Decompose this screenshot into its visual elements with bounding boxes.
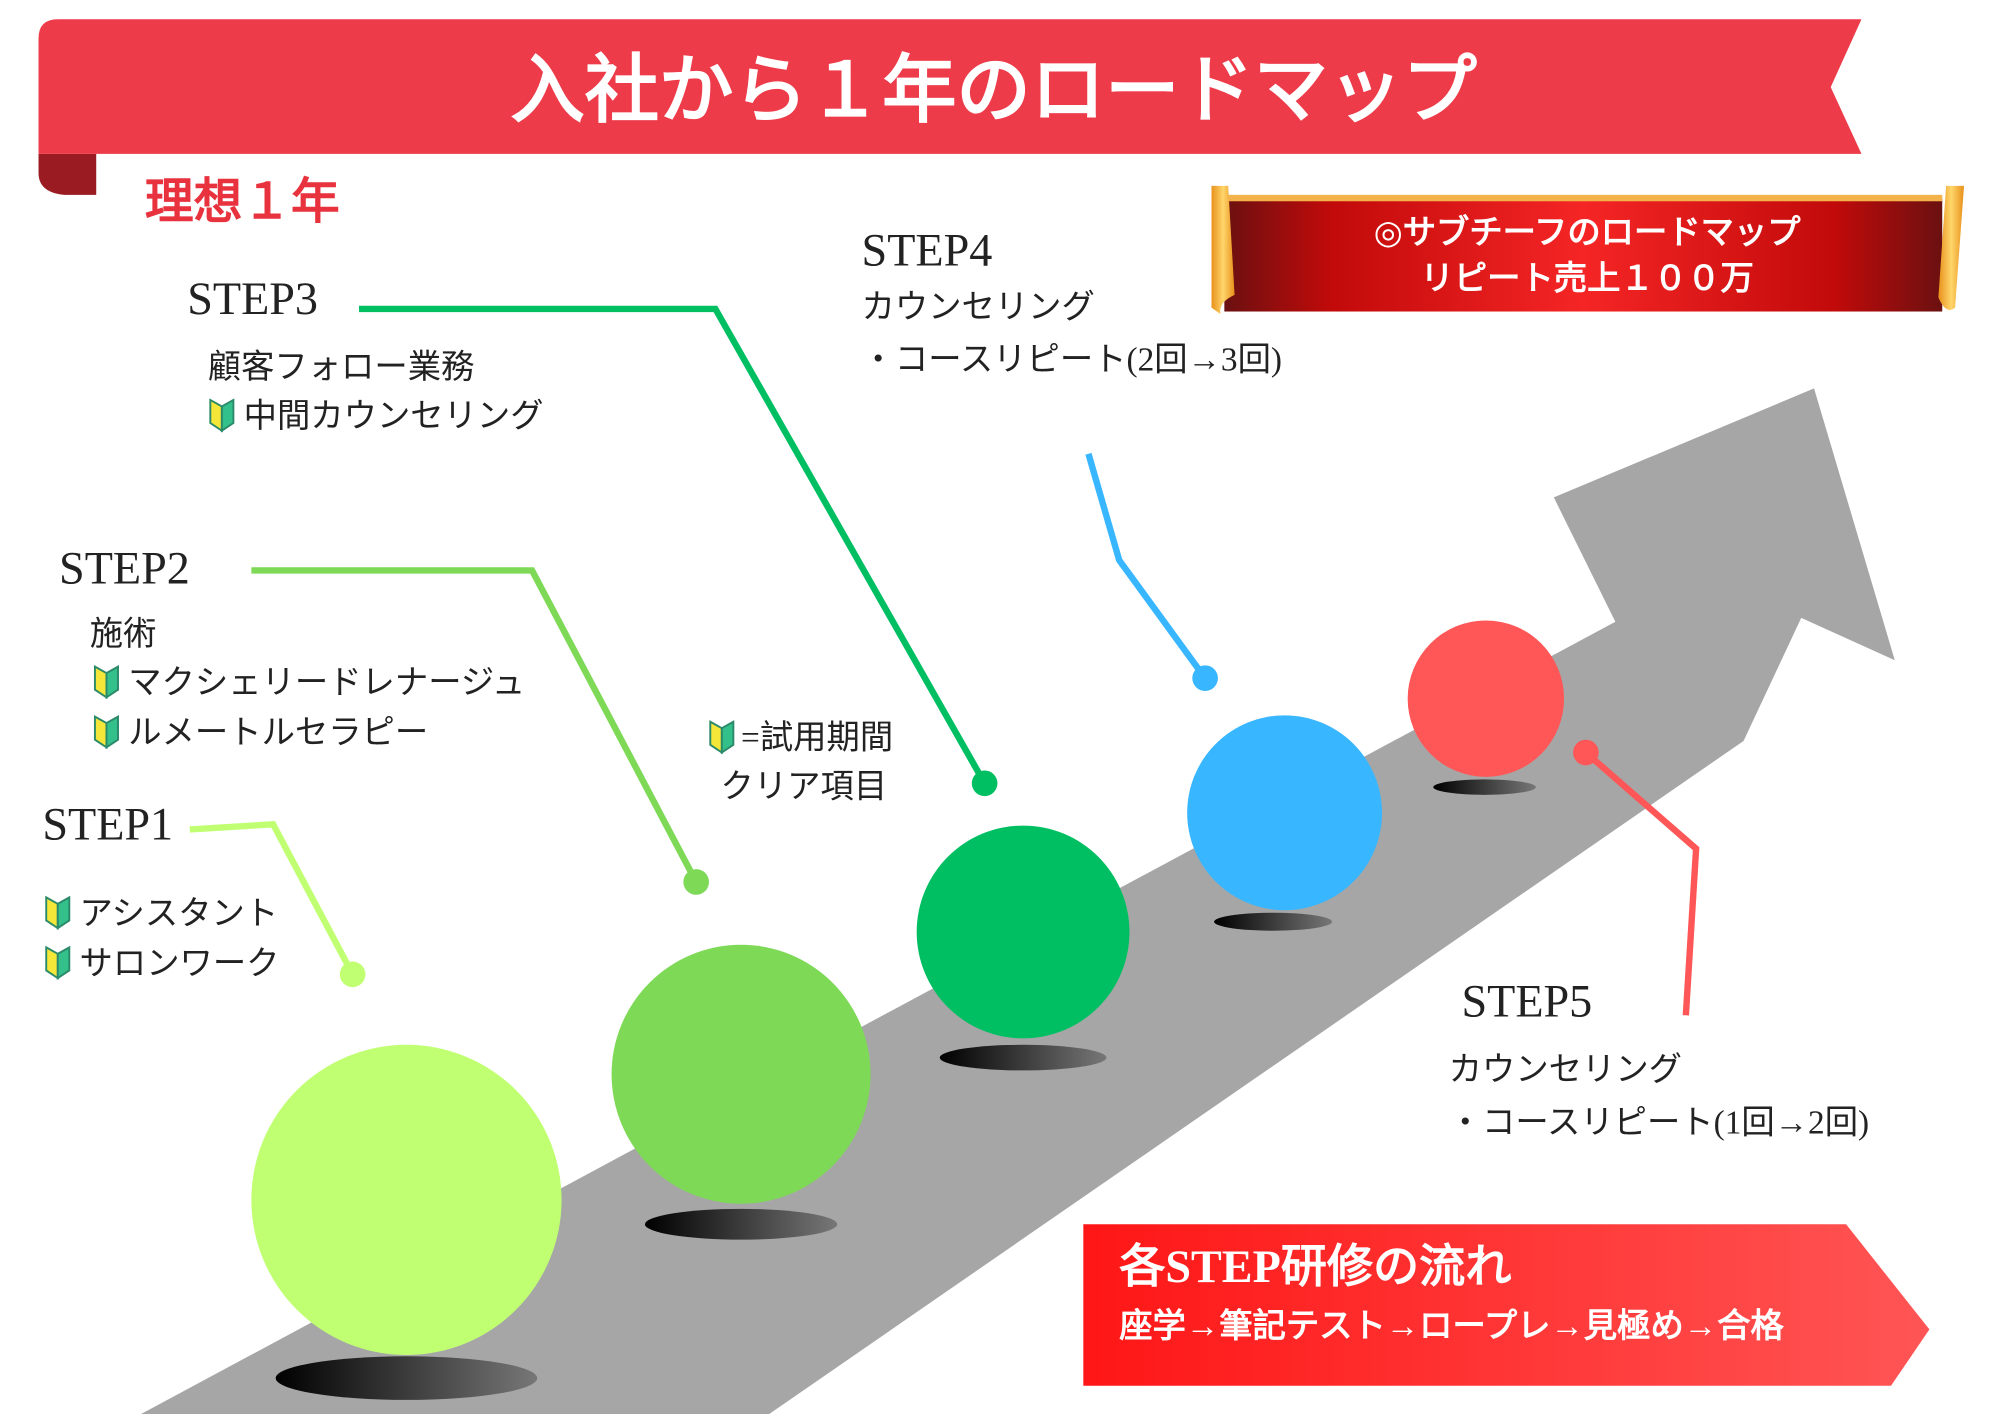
step3-shadow — [939, 1044, 1107, 1071]
beginner-mark-icon — [45, 896, 71, 930]
page-title: 入社から１年のロードマップ — [510, 50, 1477, 132]
step5-title: STEP5 — [1462, 976, 1593, 1027]
legend-line1: =試用期間 — [741, 720, 893, 757]
step3-connector — [359, 305, 988, 785]
step1-item: サロンワーク — [80, 945, 280, 982]
step4-shadow — [1214, 912, 1333, 931]
title-banner: 入社から１年のロードマップ — [38, 19, 1862, 195]
step3-dot — [971, 770, 998, 797]
legend: =試用期間 クリア項目 — [709, 720, 893, 805]
step4-heading: カウンセリング — [862, 289, 1095, 326]
training-flow-steps: 座学→筆記テスト→ロープレ→見極め→合格 — [1119, 1307, 1784, 1345]
step5-label-group: STEP5 カウンセリング ・コースリピート(1回→2回) — [1449, 976, 1869, 1142]
step2-connector — [251, 567, 700, 884]
step3-item: 中間カウンセリング — [244, 398, 544, 435]
step5-heading: カウンセリング — [1449, 1052, 1682, 1089]
step3-ball — [916, 825, 1130, 1039]
goal-line2: リピート売上１００万 — [1420, 261, 1753, 298]
progress-arrow — [141, 388, 1895, 1414]
step2-dot — [683, 869, 709, 895]
step1-ball — [251, 1044, 562, 1356]
step1-connector — [189, 820, 356, 976]
banner-body — [38, 19, 1862, 154]
step2-label-group: STEP2 施術 マクシェリードレナージュ ルメートルセラピー — [59, 542, 525, 751]
goal-banner: ◎サブチーフのロードマップ リピート売上１００万 — [1211, 185, 1965, 315]
goal-line1: ◎サブチーフのロードマップ — [1374, 214, 1802, 252]
step5-detail: ・コースリピート(1回→2回) — [1449, 1104, 1869, 1141]
step3-heading: 顧客フォロー業務 — [208, 349, 475, 386]
step3-label-group: STEP3 顧客フォロー業務 中間カウンセリング — [187, 273, 543, 435]
step5-shadow — [1433, 779, 1536, 795]
step2-item: マクシェリードレナージュ — [128, 665, 525, 702]
step4-dot — [1192, 665, 1218, 691]
step5-connector — [1583, 750, 1700, 1016]
step2-ball — [611, 944, 871, 1204]
beginner-mark-icon — [93, 665, 119, 699]
step2-title: STEP2 — [59, 542, 190, 593]
step2-heading: 施術 — [90, 616, 157, 653]
step2-item: ルメートルセラピー — [128, 715, 428, 752]
subtitle: 理想１年 — [145, 175, 340, 229]
step4-connector — [1085, 452, 1208, 681]
step2-shadow — [644, 1208, 838, 1240]
step4-title: STEP4 — [862, 224, 993, 275]
step3-title: STEP3 — [187, 273, 318, 324]
step1-title: STEP1 — [42, 799, 173, 850]
training-flow-box: 各STEP研修の流れ 座学→筆記テスト→ロープレ→見極め→合格 — [1083, 1224, 1930, 1386]
banner-curl — [38, 153, 97, 195]
step1-label-group: STEP1 アシスタント サロンワーク — [42, 799, 279, 983]
step5-dot — [1573, 739, 1599, 766]
step4-label-group: STEP4 カウンセリング ・コースリピート(2回→3回) — [862, 224, 1282, 378]
training-flow-title: 各STEP研修の流れ — [1119, 1241, 1511, 1292]
beginner-mark-icon — [709, 720, 735, 754]
step1-item: アシスタント — [80, 895, 279, 932]
step4-detail: ・コースリピート(2回→3回) — [862, 341, 1282, 378]
step1-dot — [339, 961, 366, 988]
step1-shadow — [275, 1356, 538, 1400]
legend-line2: クリア項目 — [721, 768, 888, 805]
beginner-mark-icon — [93, 715, 119, 749]
beginner-mark-icon — [209, 399, 235, 432]
step4-ball — [1187, 715, 1383, 911]
step5-ball — [1407, 620, 1565, 777]
beginner-mark-icon — [45, 946, 71, 980]
